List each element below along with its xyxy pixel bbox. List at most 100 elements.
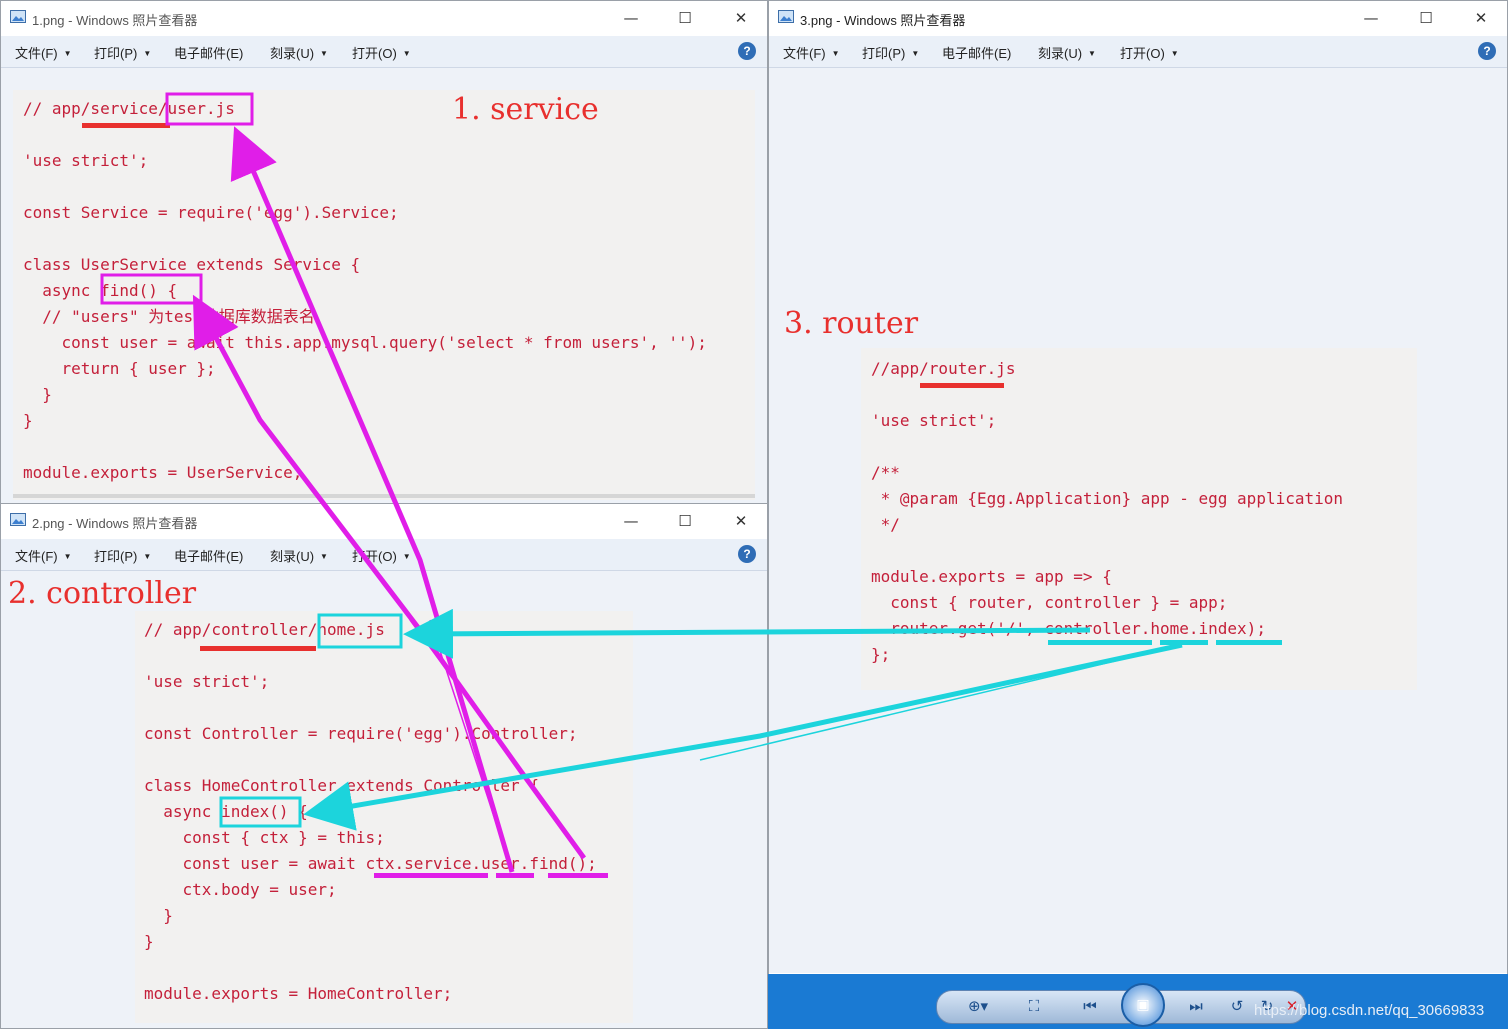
menu-open-label: 打开(O) (1120, 46, 1165, 61)
maximize-button[interactable]: ☐ (678, 512, 692, 530)
menu-print-label: 打印(P) (862, 46, 906, 61)
previous-icon[interactable]: ⏮ (1083, 997, 1097, 1015)
menu-bar: 文件(F) ▼ 打印(P) ▼ 电子邮件(E) 刻录(U) ▼ 打开(O) ▼ ? (769, 36, 1507, 68)
next-icon[interactable]: ⏭ (1189, 997, 1203, 1015)
menu-print[interactable]: 打印(P) ▼ (94, 546, 151, 565)
viewer-toolbar: ⊕▾ ⛶ ⏮ ▣ ⏭ ↺ ↻ ✕ https://blog.csdn.net/q… (768, 974, 1508, 1029)
menu-email[interactable]: 电子邮件(E) (174, 46, 244, 61)
photo-viewer-app-icon (10, 513, 26, 526)
menu-print-label: 打印(P) (94, 549, 138, 564)
chevron-down-icon: ▼ (402, 49, 411, 58)
arrow-controller-home-to-home-js (403, 608, 1091, 659)
chevron-down-icon: ▼ (911, 49, 920, 58)
code-image-service: // app/service/user.js 'use strict'; con… (13, 90, 755, 500)
window-title: 3.png - Windows 照片查看器 (800, 13, 966, 28)
underline-controller (1048, 640, 1152, 645)
arrow-index-to-index-method (303, 642, 1183, 831)
actual-size-icon[interactable]: ⛶ (1028, 997, 1040, 1015)
code-text: //app/router.js 'use strict'; /** * @par… (871, 359, 1344, 664)
window-title: 1.png - Windows 照片查看器 (32, 13, 198, 28)
menu-bar: 文件(F)▼ 打印(P)▼ 电子邮件(E) 刻录(U)▼ 打开(O)▼ ? (1, 539, 767, 571)
chevron-down-icon: ▼ (63, 552, 72, 561)
image-scroll-edge (13, 494, 755, 498)
menu-burn-label: 刻录(U) (270, 549, 315, 564)
menu-burn[interactable]: 刻录(U)▼ (270, 43, 328, 62)
menu-email[interactable]: 电子邮件(E) (942, 46, 1012, 61)
maximize-button[interactable]: ☐ (1419, 9, 1433, 27)
chevron-down-icon: ▼ (63, 49, 72, 58)
photo-viewer-window-2: 2.png - Windows 照片查看器 — ☐ ✕ 文件(F)▼ 打印(P)… (0, 503, 768, 1029)
close-button[interactable]: ✕ (1474, 9, 1488, 27)
photo-viewer-window-1: 1.png - Windows 照片查看器 — ☐ ✕ 文件(F) ▼ 打印(P)… (0, 0, 768, 504)
arrow-index-to-index-method-thin (699, 644, 1183, 761)
maximize-button[interactable]: ☐ (678, 9, 692, 27)
image-area: //app/router.js 'use strict'; /** * @par… (769, 68, 1507, 973)
chevron-down-icon: ▼ (143, 552, 152, 561)
close-button[interactable]: ✕ (734, 512, 748, 530)
menu-file-label: 文件(F) (783, 46, 826, 61)
menu-print[interactable]: 打印(P) ▼ (862, 43, 919, 62)
help-icon[interactable]: ? (738, 42, 756, 60)
menu-file[interactable]: 文件(F)▼ (15, 546, 72, 565)
chevron-down-icon: ▼ (143, 49, 152, 58)
underline-ctx-service (374, 873, 488, 878)
menu-file[interactable]: 文件(F) ▼ (15, 43, 72, 62)
chevron-down-icon: ▼ (831, 49, 840, 58)
slideshow-icon[interactable]: ▣ (1121, 983, 1165, 1027)
zoom-icon[interactable]: ⊕▾ (967, 997, 989, 1015)
minimize-button[interactable]: — (623, 9, 639, 27)
watermark: https://blog.csdn.net/qq_30669833 (1254, 1002, 1485, 1019)
window-title: 2.png - Windows 照片查看器 (32, 516, 198, 531)
chevron-down-icon: ▼ (402, 552, 411, 561)
minimize-button[interactable]: — (1363, 9, 1379, 27)
minimize-button[interactable]: — (623, 512, 639, 530)
photo-viewer-app-icon (10, 10, 26, 23)
underline-home (1160, 640, 1208, 645)
code-image-router: //app/router.js 'use strict'; /** * @par… (861, 348, 1417, 690)
menu-burn[interactable]: 刻录(U) ▼ (270, 546, 328, 565)
chevron-down-icon: ▼ (1170, 49, 1179, 58)
menu-print-label: 打印(P) (94, 46, 138, 61)
underline-service-path (82, 123, 170, 128)
underline-find (548, 873, 608, 878)
menu-email[interactable]: 电子邮件(E) (174, 549, 244, 564)
title-bar[interactable]: 1.png - Windows 照片查看器 — ☐ ✕ (1, 1, 767, 35)
rotate-cw-icon[interactable]: ↻ (1260, 997, 1274, 1015)
help-icon[interactable]: ? (738, 545, 756, 563)
code-text: // app/controller/home.js 'use strict'; … (144, 620, 597, 1003)
image-area: // app/controller/home.js 'use strict'; … (1, 571, 767, 1028)
title-bar[interactable]: 3.png - Windows 照片查看器 — ☐ ✕ (769, 1, 1507, 35)
menu-print[interactable]: 打印(P) ▼ (94, 43, 151, 62)
title-bar[interactable]: 2.png - Windows 照片查看器 — ☐ ✕ (1, 504, 767, 538)
close-button[interactable]: ✕ (734, 9, 748, 27)
label-router: 3. router (784, 306, 919, 341)
menu-file[interactable]: 文件(F) ▼ (783, 43, 840, 62)
label-controller: 2. controller (8, 576, 197, 611)
menu-bar: 文件(F) ▼ 打印(P) ▼ 电子邮件(E) 刻录(U)▼ 打开(O) ▼ ? (1, 36, 767, 68)
chevron-down-icon: ▼ (320, 49, 328, 58)
help-icon[interactable]: ? (1478, 42, 1496, 60)
chevron-down-icon: ▼ (1088, 49, 1096, 58)
arrow-user-to-service-file (230, 126, 515, 873)
chevron-down-icon: ▼ (320, 552, 328, 561)
playback-bar: ⊕▾ ⛶ ⏮ ▣ ⏭ ↺ ↻ ✕ (936, 983, 1306, 1027)
underline-router-path (920, 383, 1004, 388)
delete-icon[interactable]: ✕ (1285, 997, 1299, 1015)
highlight-find-method (100, 273, 203, 305)
highlight-index-method (219, 796, 302, 828)
underline-user (496, 873, 534, 878)
photo-viewer-app-icon (778, 10, 794, 23)
code-image-controller: // app/controller/home.js 'use strict'; … (135, 611, 633, 1023)
menu-burn-label: 刻录(U) (1038, 46, 1083, 61)
highlight-home-js (317, 613, 403, 649)
menu-file-label: 文件(F) (15, 46, 58, 61)
menu-burn[interactable]: 刻录(U) ▼ (1038, 43, 1096, 62)
menu-open-label: 打开(O) (352, 46, 397, 61)
arrow-find-to-find-method-thin (409, 619, 585, 859)
rotate-ccw-icon[interactable]: ↺ (1230, 997, 1244, 1015)
image-area: // app/service/user.js 'use strict'; con… (1, 68, 767, 503)
menu-open[interactable]: 打开(O) ▼ (1120, 43, 1179, 62)
menu-open[interactable]: 打开(O) ▼ (352, 43, 411, 62)
photo-viewer-window-3: 3.png - Windows 照片查看器 — ☐ ✕ 文件(F) ▼ 打印(P)… (768, 0, 1508, 1029)
